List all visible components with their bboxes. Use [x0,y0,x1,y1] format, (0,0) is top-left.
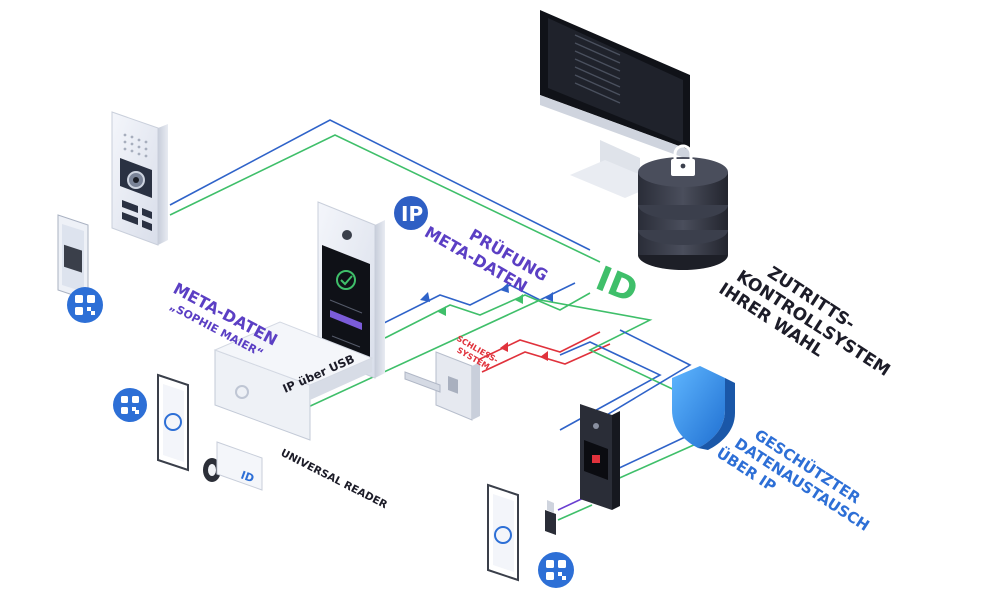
qr-code-icon [75,295,95,315]
qr-code-icon [64,244,82,273]
id-card-label: ID [239,469,256,486]
label-pruefung: PRÜFUNG META-DATEN [421,222,551,296]
key-fob-icon [545,500,556,535]
phone-left-qr [57,214,89,301]
shield-icon [672,366,735,450]
universal-reader [213,321,374,441]
check-icon [336,270,356,290]
label-geschuetzt: GESCHÜTZTER DATENAUSTAUSCH ÜBER IP [713,425,873,535]
line-green-right [279,299,701,421]
line-blue-right-2 [589,329,692,426]
lock-icon [671,144,695,176]
id-big-label: ID [590,259,643,311]
universal-reader-label: UNIVERSAL READER [279,447,390,511]
line-blue-mid [379,282,576,326]
line-green-bottom [614,439,706,481]
door-lock [404,351,480,421]
qr-badge-bottom [538,552,574,588]
intercom-panel-top [111,111,168,246]
line-green-top [169,134,601,263]
phone-left-bottom [157,373,189,472]
ip-badge-label: IP [401,202,423,226]
line-red-1 [477,331,601,361]
database [638,144,728,270]
label-zutritts: ZUTRITTS- KONTROLLSYSTEM IHRER WAHL [715,263,894,381]
line-green-fob [557,504,593,521]
line-blue-top [169,119,591,251]
line-blue-right [559,341,662,431]
phone-bottom [487,483,519,582]
intercom-dark [580,404,620,510]
qr-code-icon [546,560,566,580]
reader-center [317,201,385,379]
line-green-mid [384,292,591,339]
zutritts-2-text: KONTROLLSYSTEM [733,267,894,381]
qr-badge-left-bottom [113,388,147,422]
qr-badge-left [67,287,103,323]
monitor [540,10,690,198]
qr-code-icon [121,396,139,414]
ip-badge: IP [394,196,428,230]
id-card: ID [216,441,263,491]
